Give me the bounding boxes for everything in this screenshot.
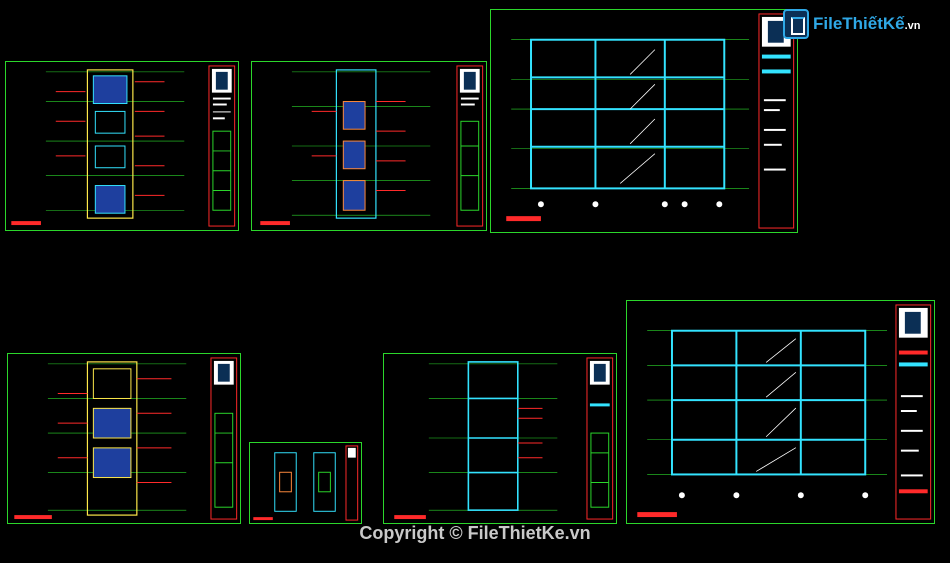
logo-wordmark: FileThiếtKế.vn <box>813 14 921 34</box>
copyright-watermark: Copyright © FileThietKe.vn <box>359 523 591 543</box>
front-elevation-drawing <box>11 65 236 227</box>
sheet-section-2 <box>383 353 617 524</box>
detail-drawing <box>253 445 359 521</box>
building-icon <box>783 9 809 39</box>
logo-tld: .vn <box>904 20 921 32</box>
filethietke-logo: FileThiếtKế.vn <box>783 5 931 43</box>
sheet-side-elevation <box>251 61 487 231</box>
sheet-section-1 <box>490 9 798 233</box>
sheet-front-elevation <box>5 61 239 231</box>
side-elevation-drawing <box>260 65 484 227</box>
section-1-drawing <box>506 13 795 229</box>
section-2-drawing <box>394 357 614 520</box>
logo-text: FileThiếtKế <box>813 14 905 33</box>
rear-elevation-drawing <box>14 357 238 520</box>
sheet-rear-elevation <box>7 353 241 524</box>
sheet-section-3 <box>626 300 935 524</box>
sheet-detail <box>249 442 362 524</box>
section-3-drawing <box>637 304 932 520</box>
